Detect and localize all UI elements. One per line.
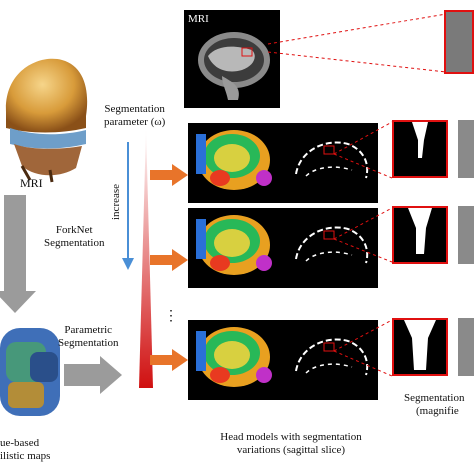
colored-head-model-3: [196, 327, 272, 387]
mri-brain-image: [198, 32, 270, 100]
probabilistic-map-render: [0, 328, 60, 416]
magnified-shape-1: [412, 122, 428, 158]
segmentation-magnified-caption: Segmentation (magnifie: [404, 392, 465, 418]
magnified-segmentation-3: [392, 318, 448, 376]
colored-head-model-2: [196, 215, 272, 275]
parameter-line-2: parameter (ω): [104, 116, 166, 128]
magnified-segmentation-2: [392, 206, 448, 264]
segmentation-outline-1: [295, 141, 369, 179]
bottom-line-2: ilistic maps: [0, 450, 51, 462]
right-arrow-gray: [64, 356, 122, 394]
increase-arrow: [122, 142, 134, 270]
forknet-line: ForkNet: [55, 224, 93, 236]
caption-line-1: Head models with segmentation: [220, 431, 362, 443]
magnified-shape-2: [408, 208, 432, 254]
segmentation-parameter-label: Segmentation parameter (ω): [104, 103, 165, 129]
segmentation-outline-3: [295, 338, 369, 376]
orange-arrow-1: [150, 164, 188, 186]
forknet-segmentation-label: ForkNet Segmentation: [44, 224, 105, 250]
parameter-gradient-wedge: [139, 128, 153, 388]
gray-crop-1: [458, 120, 474, 178]
colored-head-model-1: [196, 130, 272, 190]
mri-panel: MRI: [184, 10, 280, 108]
parametric-line: Parametric: [64, 324, 113, 336]
caption-line-2: variations (sagittal slice): [236, 444, 346, 456]
segmentation-line: Segmentation: [44, 237, 105, 249]
down-arrow-1: [0, 195, 36, 313]
ellipsis: ⋮: [164, 309, 178, 324]
right-caption-line-1: Segmentation: [404, 392, 465, 404]
mri-label: MRI: [20, 176, 43, 190]
gray-crop-2: [458, 206, 474, 264]
magnified-shape-3: [404, 320, 436, 370]
right-caption-line-2: (magnifie: [416, 405, 459, 417]
mri-panel-label: MRI: [188, 13, 209, 25]
skull-render: [5, 58, 88, 183]
parametric-segmentation-label: Parametric Segmentation: [58, 324, 119, 350]
bottom-line-1: ue-based: [0, 437, 40, 449]
orange-arrow-3: [150, 349, 188, 371]
orange-arrow-2: [150, 249, 188, 271]
parameter-line-1: Segmentation: [104, 103, 165, 115]
segmentation-outline-2: [295, 226, 369, 264]
segmentation-line-2: Segmentation: [58, 337, 119, 349]
mri-magnified-box: [444, 10, 474, 74]
gray-crop-3: [458, 318, 474, 376]
magnified-segmentation-1: [392, 120, 448, 178]
head-models-caption: Head models with segmentation variations…: [196, 431, 386, 457]
probabilistic-maps-label: ue-based ilistic maps: [0, 437, 50, 463]
